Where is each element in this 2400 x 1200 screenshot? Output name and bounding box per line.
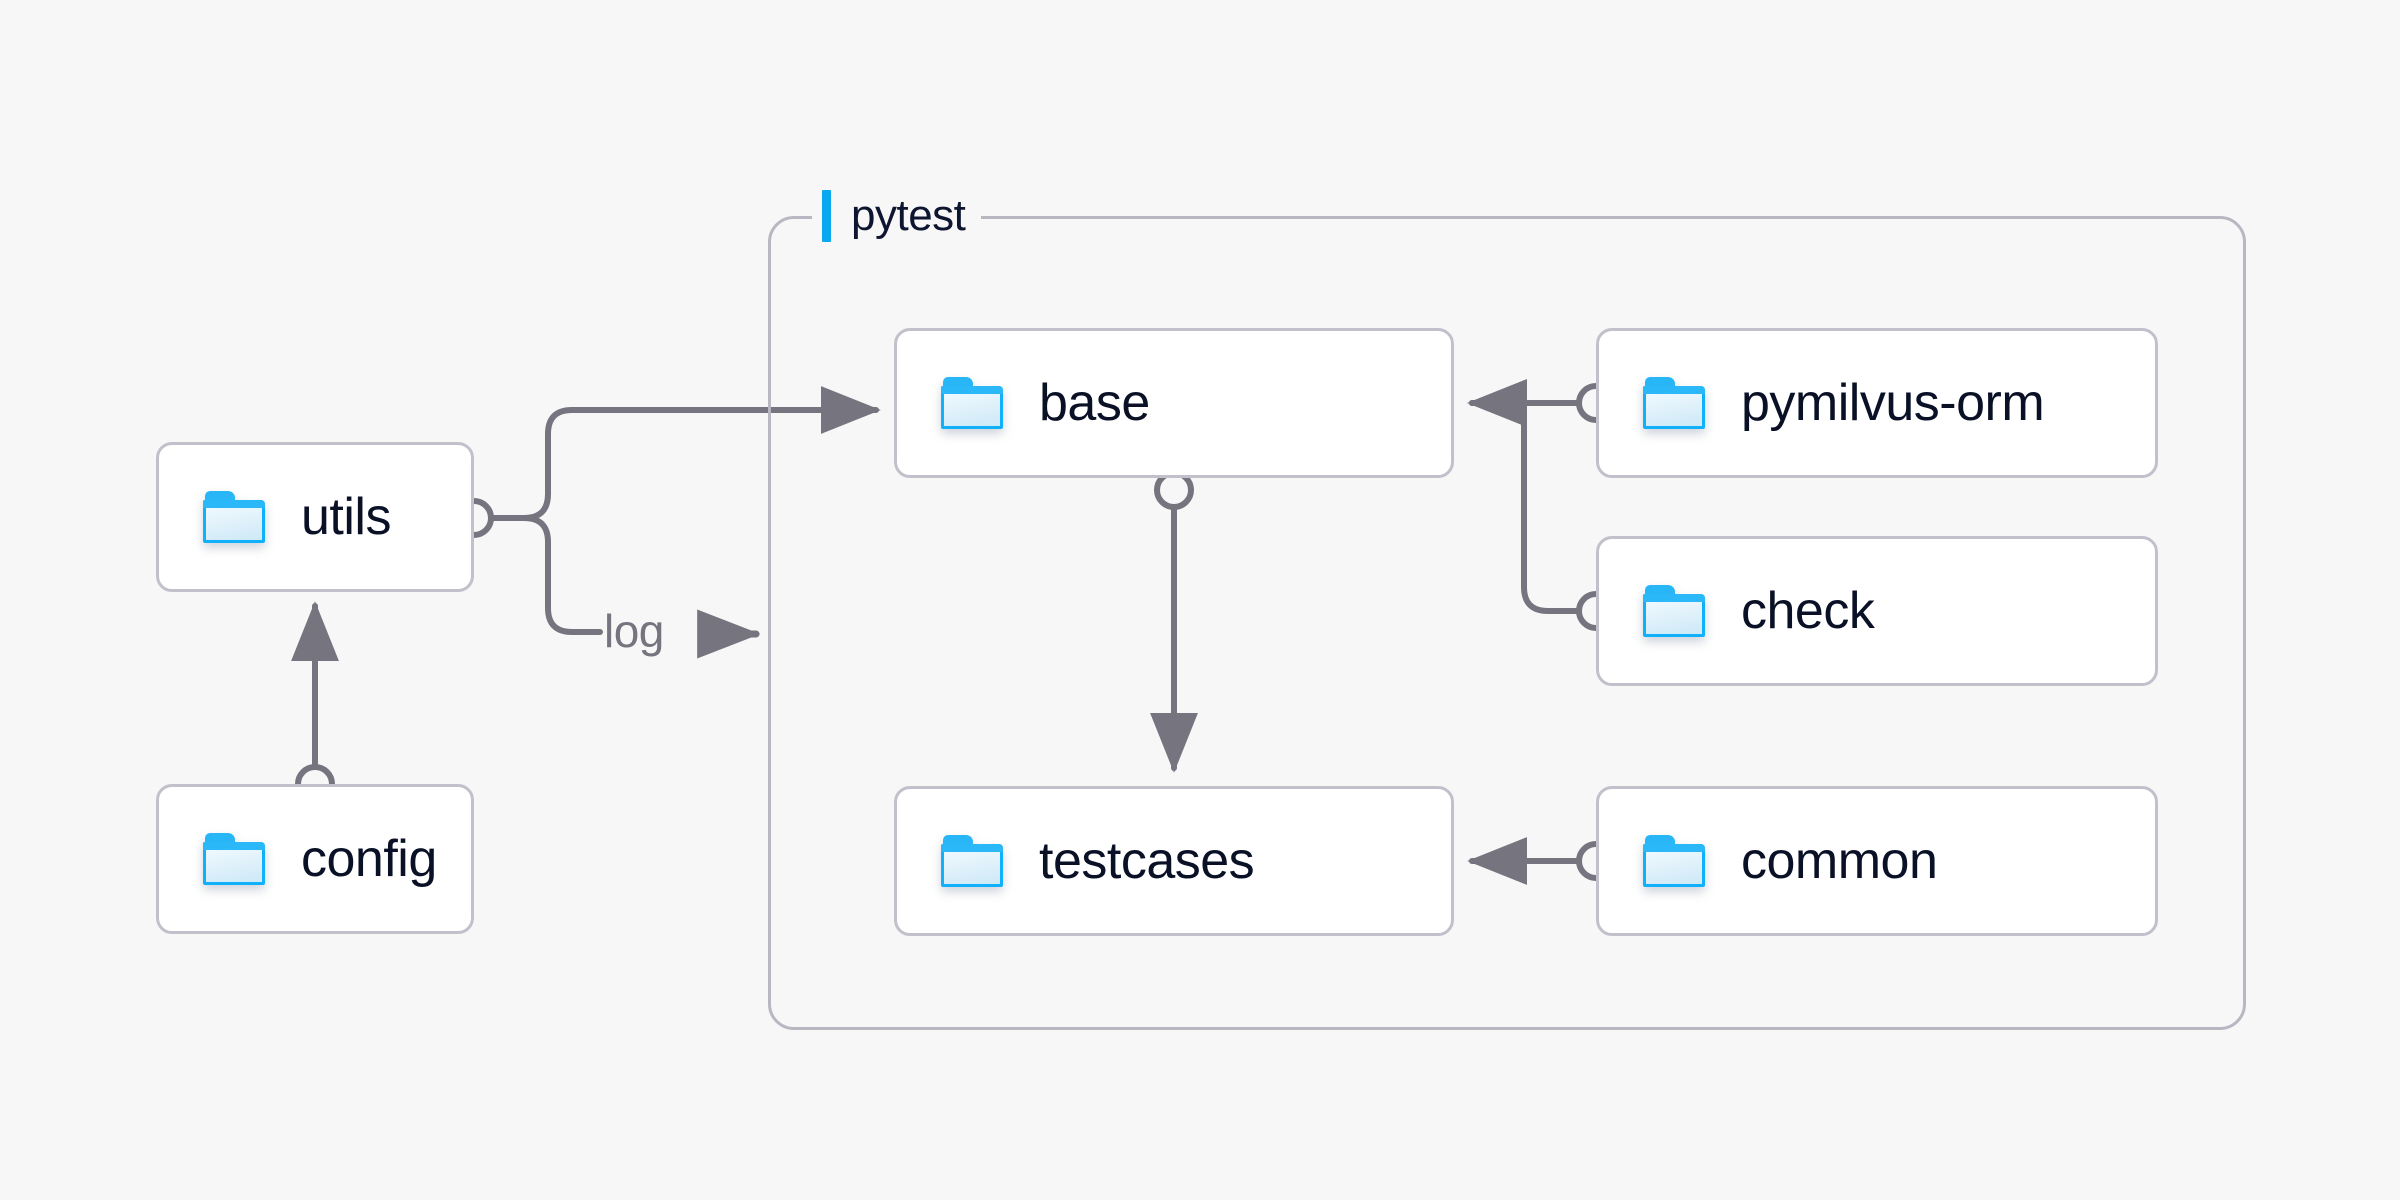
folder-icon: [941, 377, 1003, 429]
folder-icon: [203, 491, 265, 543]
node-utils-label: utils: [301, 488, 391, 546]
node-config[interactable]: config: [156, 784, 474, 934]
group-pytest-label: pytest: [812, 184, 982, 248]
node-base[interactable]: base: [894, 328, 1454, 478]
group-pytest-title: pytest: [851, 191, 966, 240]
accent-bar-icon: [822, 190, 831, 242]
node-check[interactable]: check: [1596, 536, 2158, 686]
folder-icon: [941, 835, 1003, 887]
node-pymilvus-orm[interactable]: pymilvus-orm: [1596, 328, 2158, 478]
folder-icon: [1643, 835, 1705, 887]
folder-icon: [1643, 377, 1705, 429]
node-common[interactable]: common: [1596, 786, 2158, 936]
node-base-label: base: [1039, 374, 1150, 432]
group-pytest[interactable]: [768, 216, 2246, 1030]
folder-icon: [1643, 585, 1705, 637]
edge-label-log: log: [604, 605, 664, 657]
node-config-label: config: [301, 830, 437, 888]
node-testcases[interactable]: testcases: [894, 786, 1454, 936]
node-utils[interactable]: utils: [156, 442, 474, 592]
edge-utils-to-log: [489, 515, 603, 635]
node-check-label: check: [1741, 582, 1875, 640]
node-testcases-label: testcases: [1039, 832, 1255, 890]
node-pymilvus-orm-label: pymilvus-orm: [1741, 374, 2045, 432]
node-common-label: common: [1741, 832, 1938, 890]
folder-icon: [203, 833, 265, 885]
